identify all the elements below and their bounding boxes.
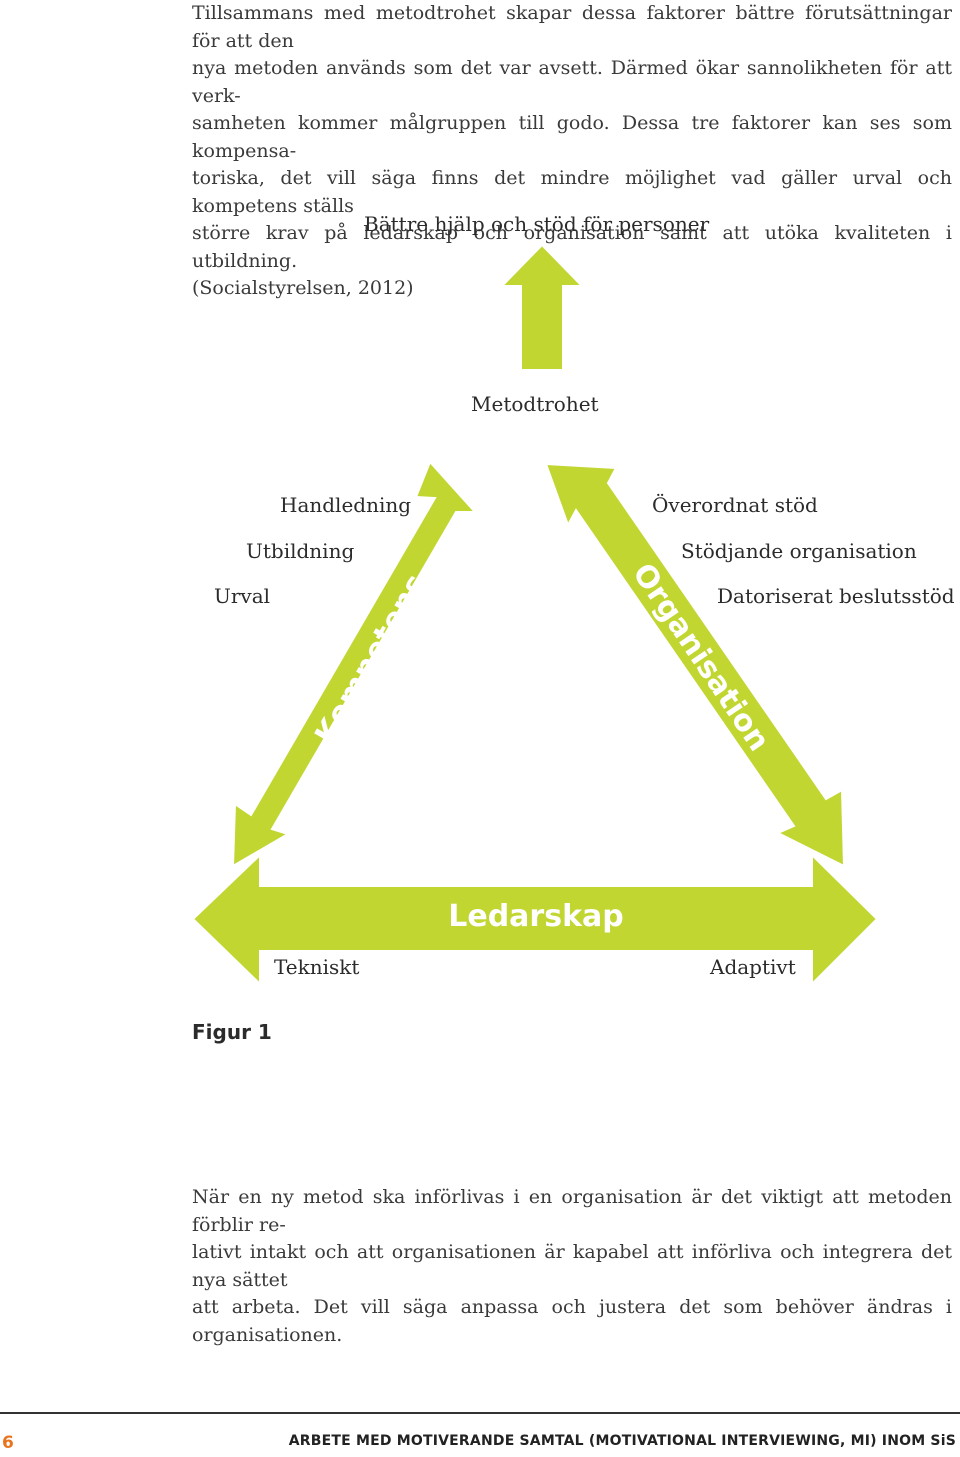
running-title: ARBETE MED MOTIVERANDE SAMTAL (MOTIVATIO…	[288, 1433, 956, 1449]
intro-line: Tillsammans med metodtrohet skapar dessa…	[192, 2, 952, 52]
bottom-left-label: Tekniskt	[274, 955, 360, 979]
intro-paragraph: Tillsammans med metodtrohet skapar dessa…	[192, 0, 952, 303]
figure-label: Figur 1	[192, 1020, 272, 1044]
right-factor-datoriserat-beslutsstod: Datoriserat beslutsstöd	[717, 584, 955, 608]
footer-divider	[0, 1412, 960, 1414]
organisation-arrow	[544, 462, 846, 868]
outro-paragraph: När en ny metod ska införlivas i en orga…	[192, 1184, 952, 1349]
diagram-center-label: Metodtrohet	[471, 392, 599, 416]
right-factor-overordnat-stod: Överordnat stöd	[652, 493, 818, 517]
diagram-top-label: Bättre hjälp och stöd för personer	[364, 212, 710, 236]
left-factor-utbildning: Utbildning	[246, 539, 355, 563]
right-factor-stodjande-organisation: Stödjande organisation	[681, 539, 917, 563]
left-factor-urval: Urval	[214, 584, 271, 608]
outro-line: lativt intakt och att organisationen är …	[192, 1241, 952, 1291]
outro-line: att arbeta. Det vill säga anpassa och ju…	[192, 1296, 952, 1346]
up-arrow	[499, 243, 585, 371]
left-factor-handledning: Handledning	[280, 493, 412, 517]
intro-line: större krav på ledarskap och organisatio…	[192, 222, 952, 272]
intro-line: nya metoden används som det var avsett. …	[192, 57, 952, 107]
page-number: 6	[2, 1433, 14, 1453]
bottom-right-label: Adaptivt	[710, 955, 796, 979]
intro-line: toriska, det vill säga finns det mindre …	[192, 167, 952, 217]
intro-line: samheten kommer målgruppen till godo. De…	[192, 112, 952, 162]
outro-line: När en ny metod ska införlivas i en orga…	[192, 1186, 952, 1236]
kompetens-arrow	[231, 460, 478, 868]
kompetens-arrow-label: Kompetens	[308, 568, 433, 750]
ledarskap-arrow-label: Ledarskap	[448, 899, 624, 934]
ledarskap-arrow	[191, 852, 879, 987]
intro-line: (Socialstyrelsen, 2012)	[192, 277, 414, 299]
